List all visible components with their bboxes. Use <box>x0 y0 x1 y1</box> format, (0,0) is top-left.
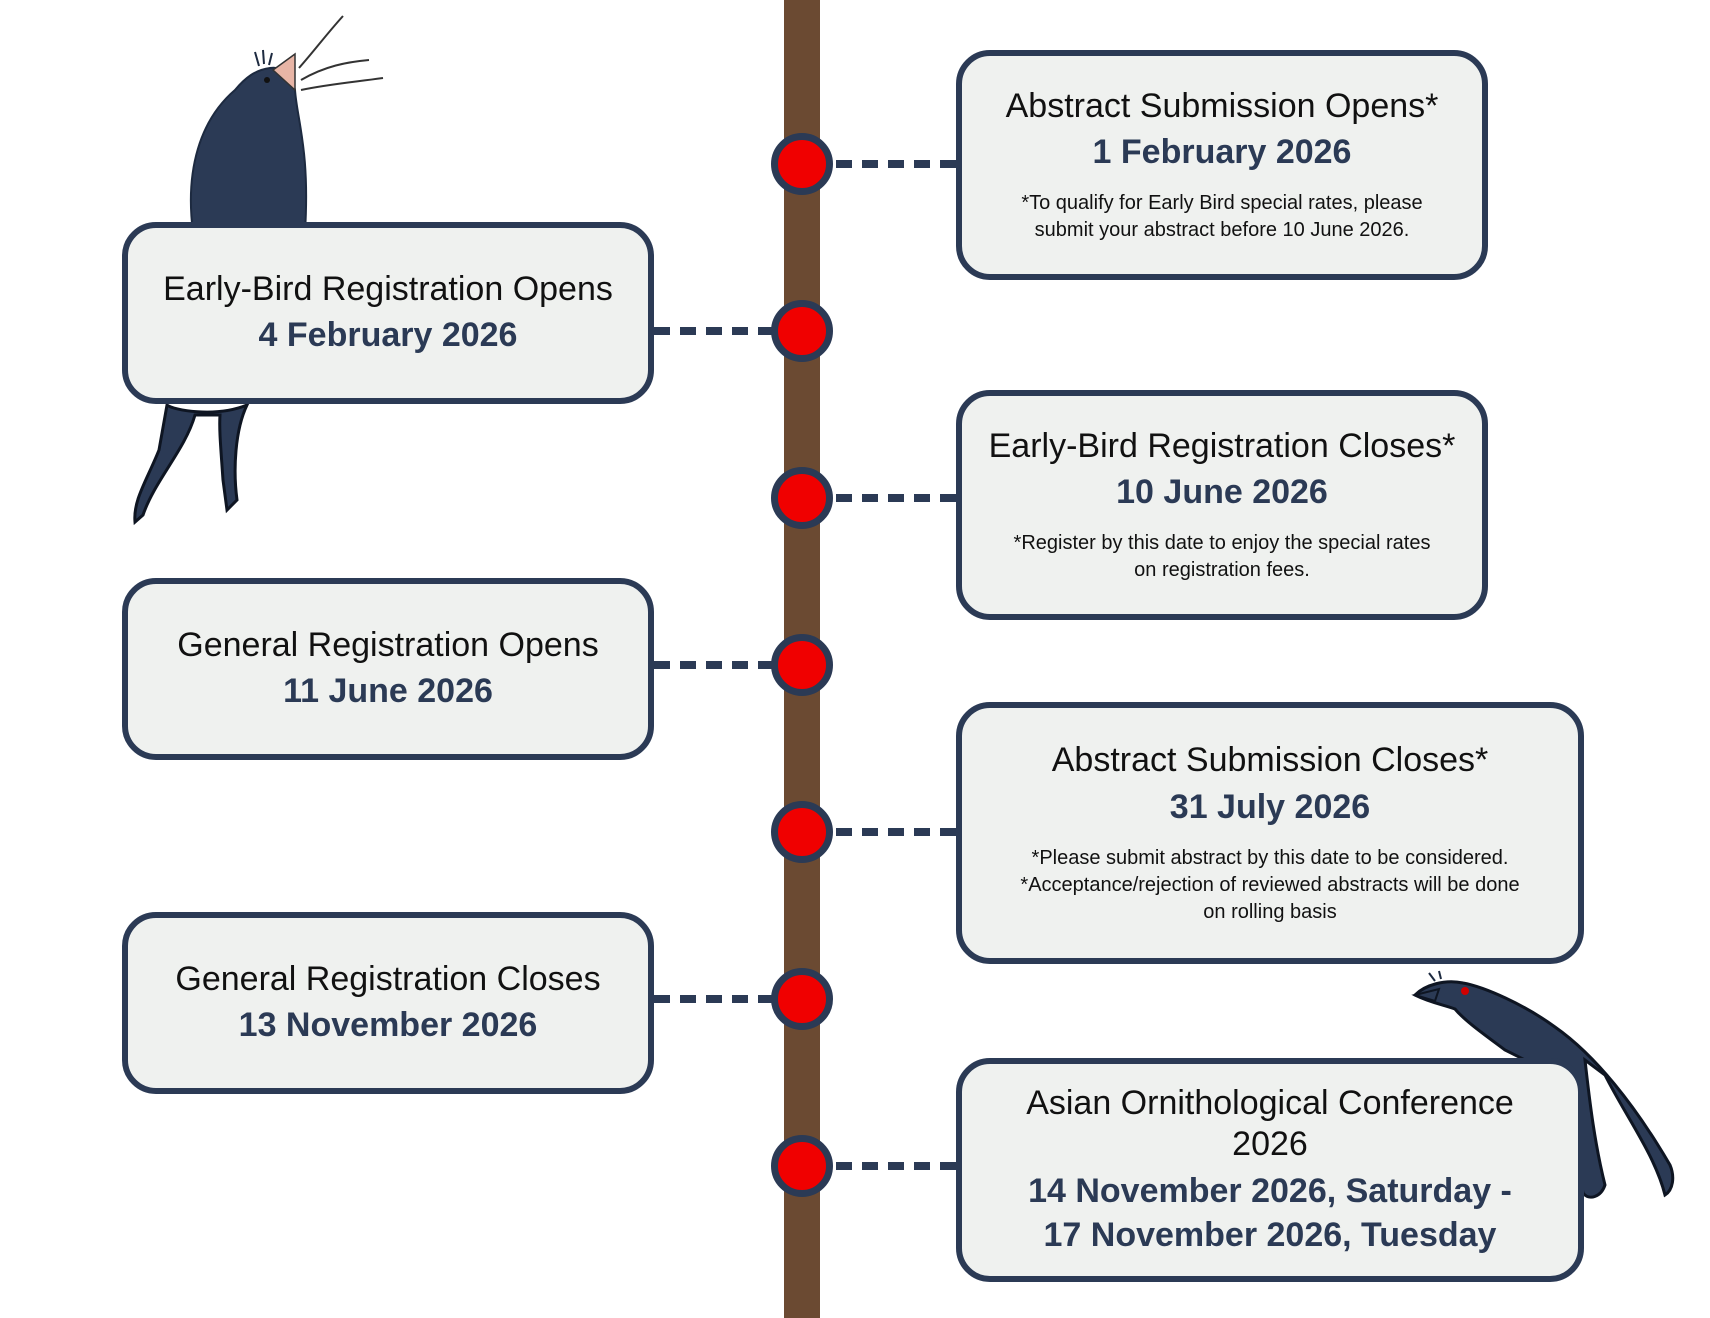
event-card-conference: Asian Ornithological Conference 2026 14 … <box>956 1058 1584 1282</box>
event-date: 4 February 2026 <box>258 316 518 355</box>
event-note: *To qualify for Early Bird special rates… <box>1021 192 1423 242</box>
perched-bird-icon <box>1411 970 1675 1199</box>
event-title: Abstract Submission Closes* <box>1051 741 1489 779</box>
event-card-early-bird-closes: Early-Bird Registration Closes* 10 June … <box>956 390 1488 620</box>
event-title: General Registration Opens <box>177 625 599 664</box>
event-date: 1 February 2026 <box>1092 133 1352 172</box>
timeline-node <box>771 300 833 362</box>
timeline-node <box>771 968 833 1030</box>
timeline-node <box>771 133 833 195</box>
event-card-early-bird-opens: Early-Bird Registration Opens 4 February… <box>122 222 654 404</box>
event-title: Abstract Submission Opens* <box>1005 86 1439 125</box>
connector <box>836 1162 956 1170</box>
event-card-abstract-closes: Abstract Submission Closes* 31 July 2026… <box>956 702 1584 964</box>
event-title: Early-Bird Registration Opens <box>163 269 613 308</box>
timeline-node <box>771 467 833 529</box>
event-note: *Register by this date to enjoy the spec… <box>1013 532 1431 582</box>
event-date: 11 June 2026 <box>283 672 493 711</box>
connector <box>654 327 774 335</box>
event-card-general-opens: General Registration Opens 11 June 2026 <box>122 578 654 760</box>
event-date: 10 June 2026 <box>1116 473 1328 512</box>
connector <box>836 494 956 502</box>
event-title: Early-Bird Registration Closes* <box>988 426 1456 465</box>
event-card-abstract-opens: Abstract Submission Opens* 1 February 20… <box>956 50 1488 280</box>
singing-bird-icon <box>133 15 384 526</box>
connector <box>836 828 956 836</box>
timeline-node <box>771 1135 833 1197</box>
connector <box>836 160 956 168</box>
connector <box>654 661 774 669</box>
event-title: Asian Ornithological Conference 2026 <box>1026 1084 1514 1163</box>
timeline-node <box>771 801 833 863</box>
event-date: 14 November 2026, Saturday - 17 November… <box>1028 1171 1512 1254</box>
event-title: General Registration Closes <box>175 959 601 998</box>
event-date: 13 November 2026 <box>238 1006 538 1045</box>
event-date: 31 July 2026 <box>1169 787 1371 826</box>
event-card-general-closes: General Registration Closes 13 November … <box>122 912 654 1094</box>
connector <box>654 995 774 1003</box>
event-note: *Please submit abstract by this date to … <box>1020 846 1520 923</box>
timeline-node <box>771 634 833 696</box>
